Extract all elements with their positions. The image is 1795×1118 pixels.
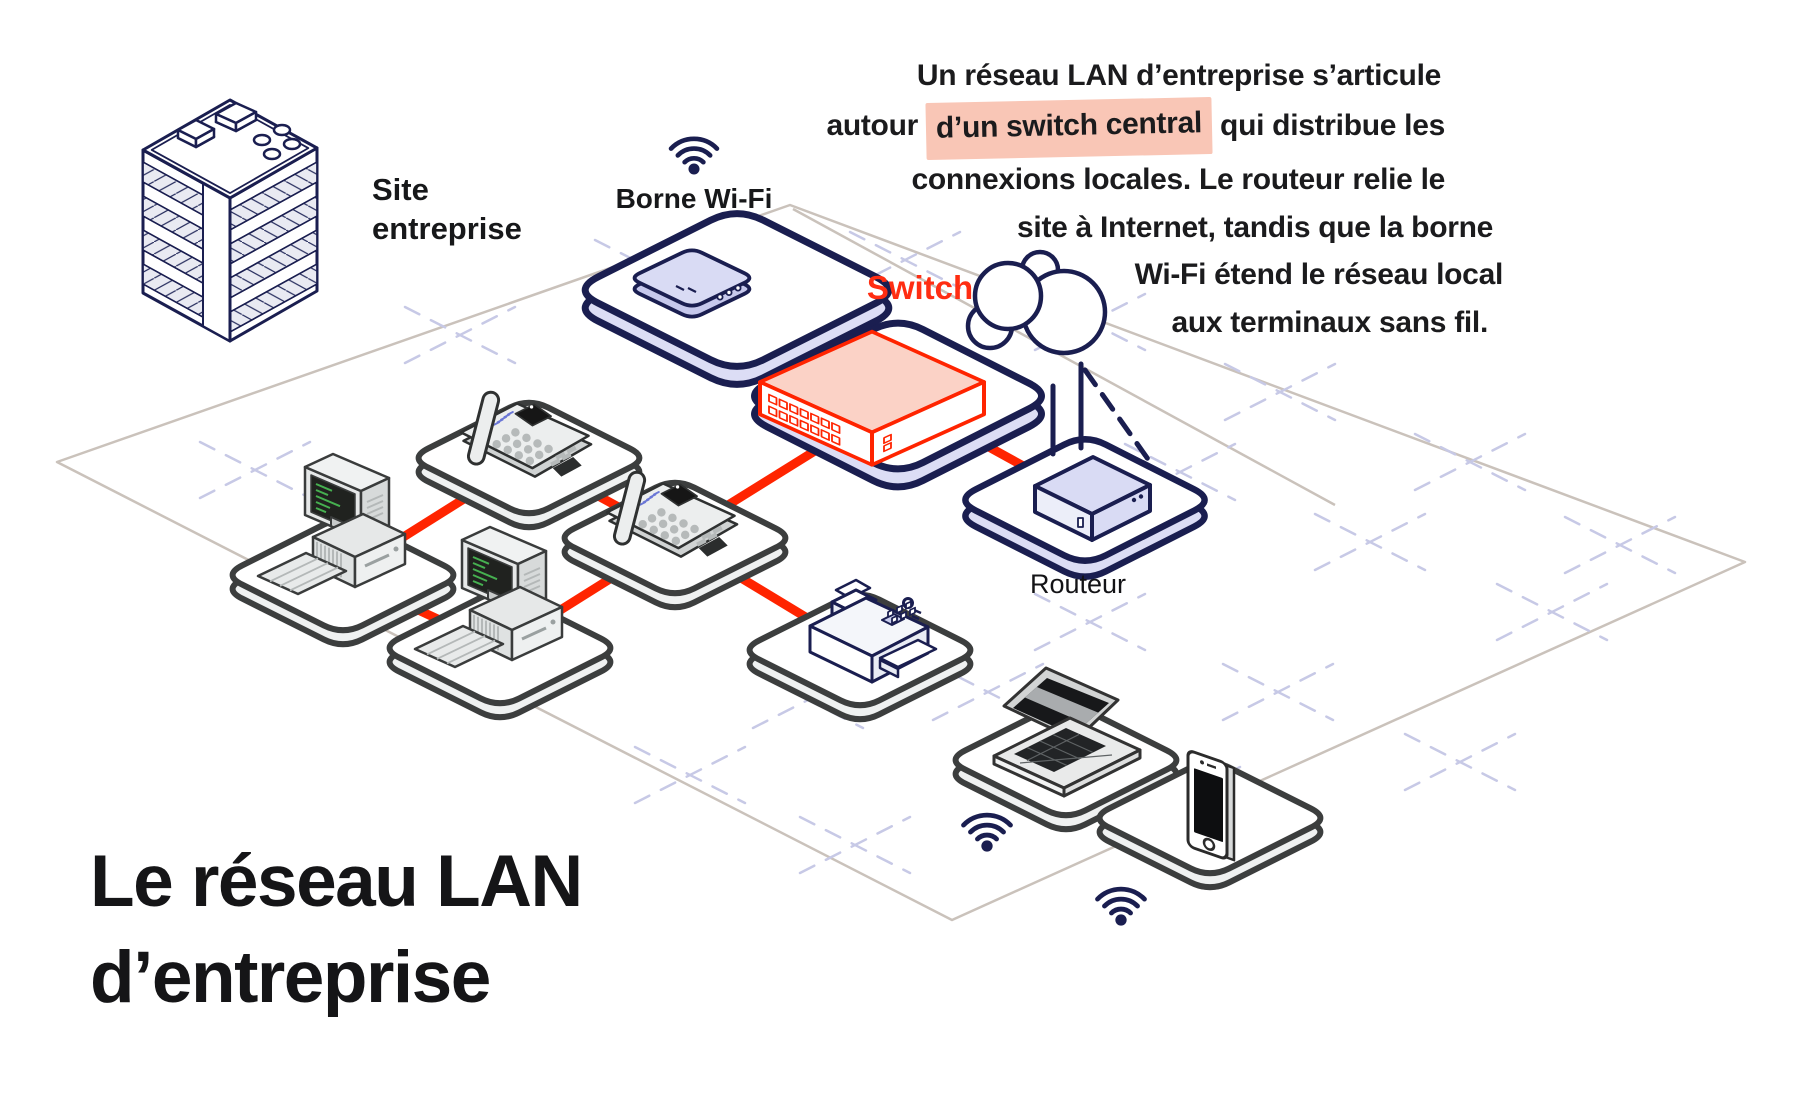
printer-device <box>808 578 938 684</box>
wifi-signal-icon-ap <box>671 139 717 175</box>
description-paragraph: Un réseau LAN d’entreprise s’articule au… <box>758 52 1513 346</box>
site-label: Site entreprise <box>372 172 522 246</box>
highlighted-phrase: d’un switch central <box>925 96 1213 159</box>
description-line: site à Internet, tandis que la borne <box>758 204 1493 252</box>
description-line: autour d’un switch central qui distribue… <box>758 96 1445 159</box>
floor-plane <box>55 203 1747 922</box>
description-text: site à Internet, tandis que la borne <box>1017 210 1493 244</box>
description-text: connexions locales. Le routeur relie le <box>911 163 1446 196</box>
building-notch <box>202 182 231 342</box>
page-title: Le réseau LAN d’entreprise <box>90 841 583 1018</box>
switch-label: Switch <box>866 269 974 306</box>
description-text: Un réseau LAN d’entreprise s’articule <box>916 59 1441 92</box>
description-line: Un réseau LAN d’entreprise s’articule <box>758 52 1441 100</box>
switch-device <box>758 329 986 467</box>
description-line: Wi-Fi étend le réseau local <box>758 251 1504 299</box>
description-text: autour <box>826 108 926 142</box>
access-point-label: Borne Wi-Fi <box>615 183 773 214</box>
wifi-signal-icon-smartphone <box>1098 889 1145 926</box>
description-line: aux terminaux sans fil. <box>758 299 1488 347</box>
description-text: Wi-Fi étend le réseau local <box>1134 258 1504 291</box>
description-line: connexions locales. Le routeur relie le <box>758 156 1446 204</box>
router-device <box>1033 361 1152 542</box>
wifi-access-point-device <box>632 248 752 319</box>
internet-dashed-link <box>1082 367 1153 465</box>
router-label: Routeur <box>1029 569 1127 599</box>
office-building <box>141 98 319 343</box>
description-text: aux terminaux sans fil. <box>1171 305 1488 339</box>
smartphone-device <box>1186 750 1236 862</box>
description-text: qui distribue les <box>1212 108 1445 142</box>
internet-cloud-icon <box>965 249 1108 356</box>
rooftop-units <box>176 101 302 161</box>
laptop-device <box>992 666 1142 798</box>
